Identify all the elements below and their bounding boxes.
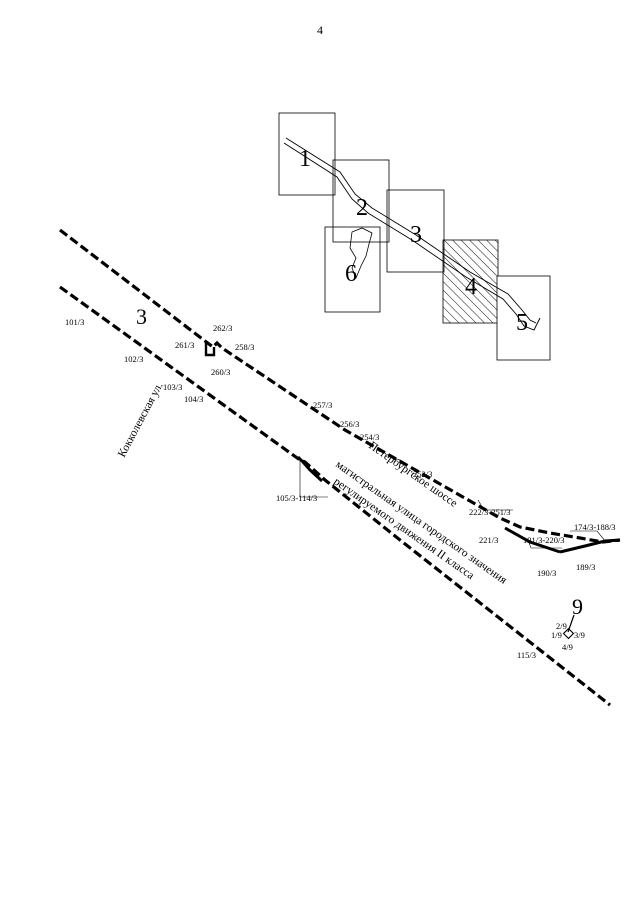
parcel-label: 190/3 <box>537 568 556 578</box>
road-lines <box>59 228 621 707</box>
parcel-label: 105/3-114/3 <box>276 493 317 503</box>
parcel-label: 262/3 <box>213 323 232 333</box>
parcel-label: 252/3 <box>413 469 432 479</box>
parcel-label: 4/9 <box>562 642 573 652</box>
sheet-frame-5 <box>496 275 551 361</box>
parcel-label: 221/3 <box>479 535 498 545</box>
road-class-line-2: регулируемого движения II класса <box>331 476 476 582</box>
sheet-label-3: 3 <box>410 222 422 248</box>
sheet-frame-2 <box>332 159 390 243</box>
inset-road-outline-upper <box>285 137 537 324</box>
inset-map: 1 2 3 4 5 6 <box>278 112 551 361</box>
parcel-label: 191/3-220/3 <box>523 535 565 545</box>
segment-190-220 <box>504 526 561 554</box>
sheet-label-4: 4 <box>465 274 477 300</box>
road-boundary-south <box>59 285 611 707</box>
leader-lines <box>205 343 607 549</box>
parcel-label: 104/3 <box>184 394 203 404</box>
sheet-frame-4-highlighted <box>442 239 499 324</box>
parcel-label: 101/3 <box>65 317 84 327</box>
page-number: 4 <box>317 23 323 37</box>
parcel-label: 256/3 <box>340 419 359 429</box>
sheet-frame-3 <box>386 189 445 273</box>
parcel-label: 115/3 <box>517 650 536 660</box>
parcel-label: 174/3-188/3 <box>574 522 616 532</box>
parcel-label: 258/3 <box>235 342 254 352</box>
road-boundary-north <box>59 228 621 544</box>
sheet-label-6: 6 <box>345 261 357 287</box>
parcel-label: 257/3 <box>313 400 332 410</box>
sheet-label-5: 5 <box>516 310 528 336</box>
inset-road-outline-lower <box>283 142 541 331</box>
section-label-9: 9 <box>572 594 583 619</box>
street-kokkolevskaya: Кокколевская ул. <box>116 380 166 459</box>
parcel-label: 2/9 <box>556 621 567 631</box>
parcel-label: 222/3-251/3 <box>469 507 511 517</box>
sheet-frame-1 <box>278 112 336 196</box>
parcel-label: 3/9 <box>574 630 585 640</box>
parcel-label: 1/9 <box>551 630 562 640</box>
section-label-3: 3 <box>136 304 147 329</box>
section-9-marker <box>562 614 575 640</box>
parcel-label: 254/3 <box>360 432 379 442</box>
parcel-label: 189/3 <box>576 562 595 572</box>
segment-174-188 <box>559 538 621 554</box>
parcel-label: 261/3 <box>175 340 194 350</box>
parcel-label: 260/3 <box>211 367 230 377</box>
parcel-label: 103/3 <box>163 382 182 392</box>
inset-district-shape <box>349 227 373 280</box>
segment-105-114 <box>296 455 324 483</box>
parcel-labels: 101/3 102/3 103/3 104/3 105/3-114/3 262/… <box>65 317 616 660</box>
sheet-frame-6 <box>324 226 381 313</box>
sheet-label-1: 1 <box>299 146 311 172</box>
parcel-label: 102/3 <box>124 354 143 364</box>
sheet-label-2: 2 <box>356 195 368 221</box>
